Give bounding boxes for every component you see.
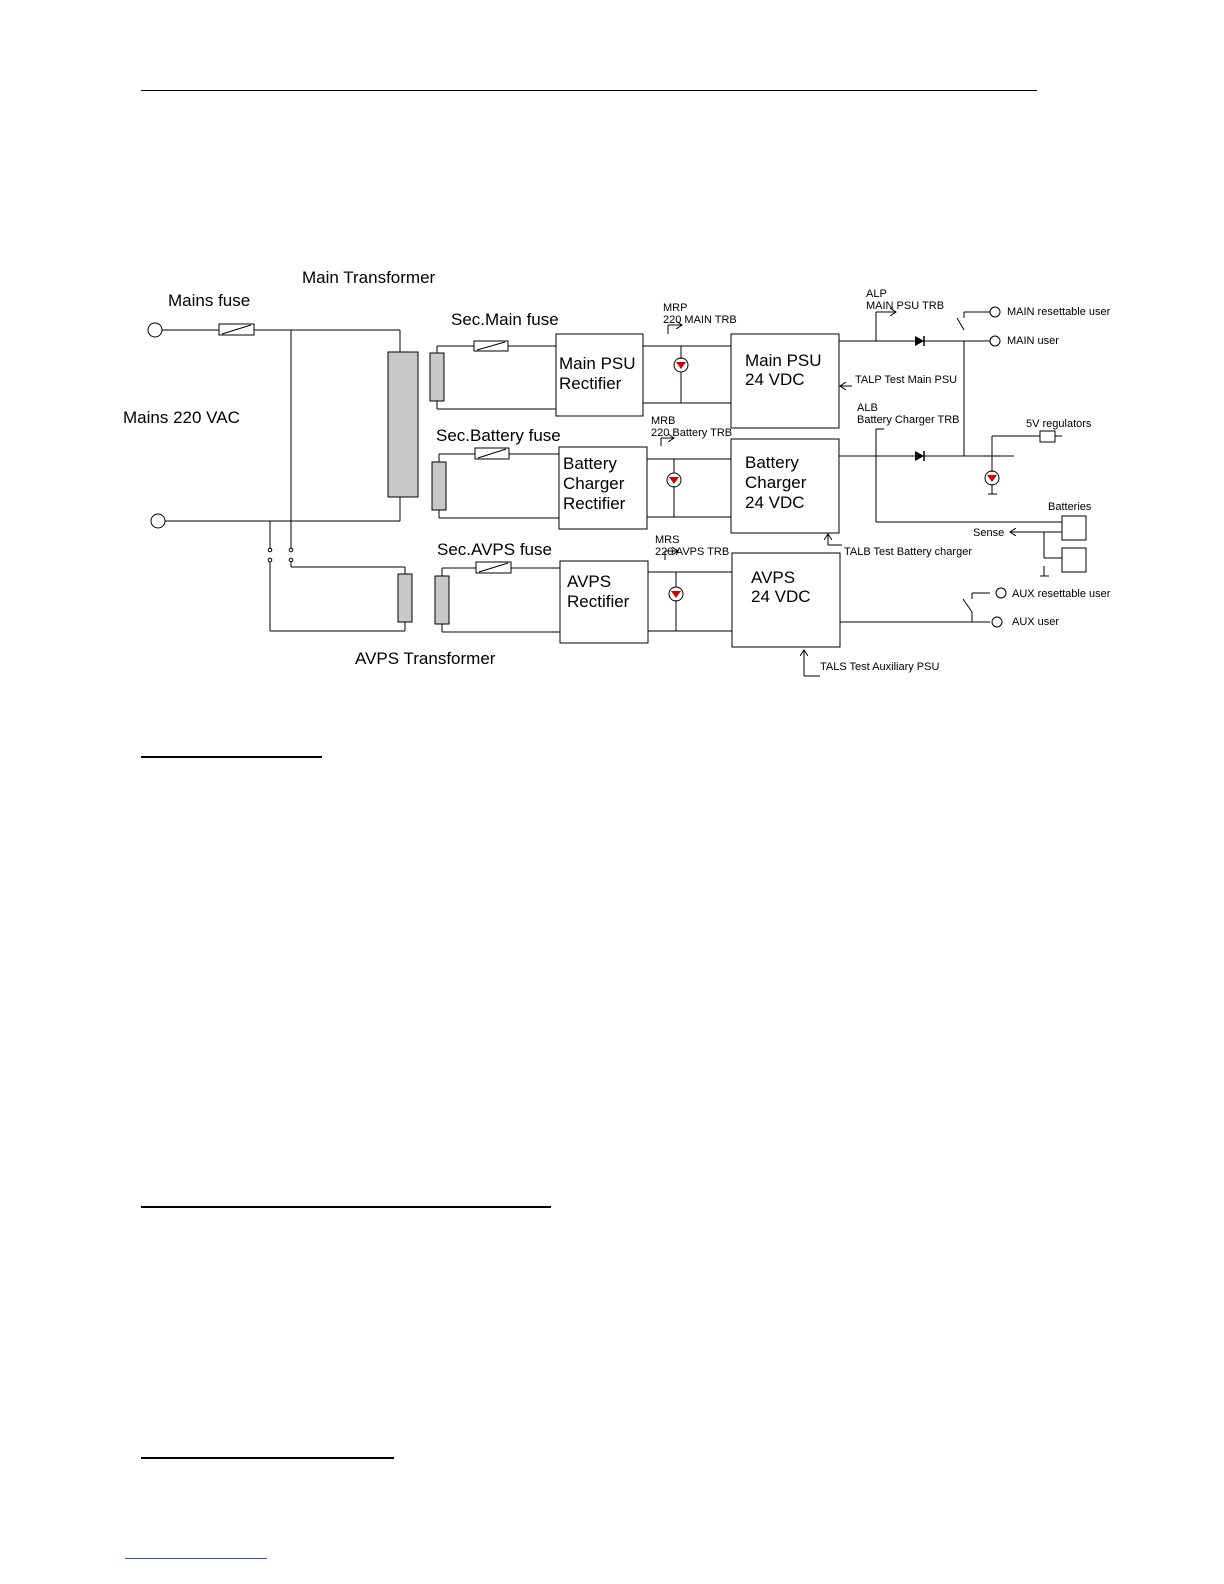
led-mrb-icon	[666, 472, 682, 488]
main-transformer-primary	[387, 351, 419, 498]
block-battery-rectifier-line2: Charger	[563, 474, 625, 493]
battery-charger-rectifier-block	[558, 446, 648, 530]
heading-underline-3	[141, 1457, 394, 1459]
label-mrb: MRB	[651, 415, 675, 427]
block-battery-charger-line3: 24 VDC	[745, 493, 805, 512]
block-avps-rectifier-line1: AVPS	[567, 572, 611, 591]
aux-resettable-terminal	[995, 587, 1007, 599]
label-5v-regulators: 5V regulators	[1026, 418, 1092, 430]
header-rule	[141, 90, 1037, 91]
block-avps-line2: 24 VDC	[751, 587, 811, 606]
label-batteries: Batteries	[1048, 501, 1092, 513]
label-alp: ALP	[866, 288, 887, 300]
block-avps-line1: AVPS	[751, 568, 795, 587]
label-talb: TALB Test Battery charger	[844, 546, 972, 558]
battery-cell-upper	[1061, 515, 1087, 541]
label-aux-resettable-user: AUX resettable user	[1012, 588, 1111, 600]
block-main-rectifier-line1: Main PSU	[559, 354, 636, 373]
block-battery-charger-line2: Charger	[745, 473, 807, 492]
battery-secondary-winding	[431, 461, 447, 511]
label-mains-220: Mains 220 VAC	[123, 408, 240, 427]
label-mrs: MRS	[655, 534, 679, 546]
led-mrs-icon	[668, 586, 684, 602]
battery-charger-block	[730, 438, 840, 534]
avps-block	[731, 552, 841, 648]
heading-underline-1	[141, 756, 322, 758]
block-main-psu-line1: Main PSU	[745, 351, 822, 370]
label-avps-transformer: AVPS Transformer	[355, 649, 496, 668]
label-sec-avps-fuse: Sec.AVPS fuse	[437, 540, 552, 559]
label-sec-battery-fuse: Sec.Battery fuse	[436, 426, 561, 445]
heading-underline-2	[141, 1206, 551, 1208]
diode-main-icon	[915, 336, 925, 346]
block-battery-charger-line1: Battery	[745, 453, 799, 472]
mains-terminal-top	[147, 322, 163, 338]
led-5v-icon	[984, 470, 1000, 486]
label-main-resettable-user: MAIN resettable user	[1007, 306, 1111, 318]
block-battery-rectifier-line3: Rectifier	[563, 494, 626, 513]
avps-secondary-winding	[434, 575, 450, 625]
main-user-terminal	[989, 335, 1001, 347]
mains-terminal-bottom	[150, 513, 166, 529]
label-mrs-220: 220 AVPS TRB	[655, 546, 729, 558]
label-main-transformer: Main Transformer	[302, 268, 436, 287]
main-psu-rectifier-block	[555, 333, 644, 417]
diode-battery-icon	[915, 451, 925, 461]
block-avps-rectifier-line2: Rectifier	[567, 592, 630, 611]
regulator-fuse-symbol	[1039, 430, 1056, 443]
aux-user-terminal	[991, 616, 1003, 628]
label-mains-fuse: Mains fuse	[168, 291, 250, 310]
label-alb: ALB	[857, 402, 878, 414]
label-mrb-220: 220 Battery TRB	[651, 427, 732, 439]
main-secondary-winding	[429, 352, 445, 402]
footer-link-underline[interactable]	[125, 1558, 267, 1559]
main-resettable-terminal	[989, 306, 1001, 318]
block-main-psu-line2: 24 VDC	[745, 370, 805, 389]
label-sense: Sense	[973, 527, 1004, 539]
label-alp-main: MAIN PSU TRB	[866, 300, 944, 312]
avps-transformer-primary	[397, 573, 413, 623]
label-alb-battery: Battery Charger TRB	[857, 414, 960, 426]
label-aux-user: AUX user	[1012, 616, 1059, 628]
label-tals: TALS Test Auxiliary PSU	[820, 661, 939, 673]
main-psu-block	[730, 333, 840, 429]
label-mrp: MRP	[663, 302, 687, 314]
label-mrp-220: 220 MAIN TRB	[663, 314, 737, 326]
power-supply-block-diagram: Main Transformer Mains fuse Mains 220 VA…	[123, 268, 1111, 677]
battery-cell-lower	[1061, 547, 1087, 573]
block-main-rectifier-line2: Rectifier	[559, 374, 622, 393]
avps-rectifier-block	[559, 560, 649, 644]
label-sec-main-fuse: Sec.Main fuse	[451, 310, 559, 329]
led-mrp-icon	[673, 357, 689, 373]
label-talp: TALP Test Main PSU	[855, 374, 957, 386]
block-battery-rectifier-line1: Battery	[563, 454, 617, 473]
label-main-user: MAIN user	[1007, 335, 1059, 347]
